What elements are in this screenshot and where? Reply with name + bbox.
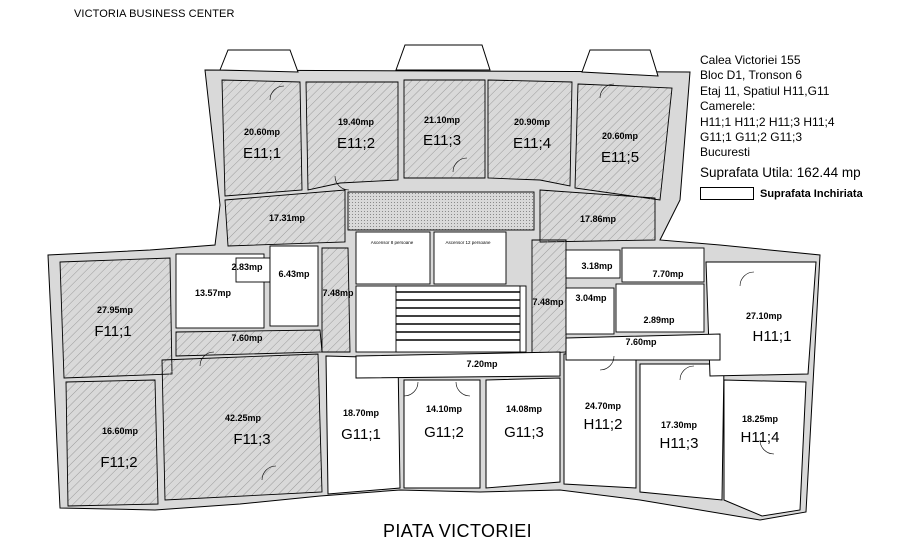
room-labels: 20.60mp E11;1 19.40mp E11;2 21.10mp E11;… — [94, 115, 791, 471]
office-area: 24.70mp — [585, 401, 622, 411]
office-id: H11;4 — [741, 429, 780, 446]
area-label: 7.60mp — [625, 337, 657, 347]
office-area: 14.08mp — [506, 404, 543, 414]
stair-treads — [396, 291, 520, 341]
office-area: 14.10mp — [426, 404, 463, 414]
area-label: 17.31mp — [269, 213, 306, 223]
office-id: E11;3 — [423, 132, 461, 149]
office-area: 27.95mp — [97, 305, 134, 315]
office-id: F11;2 — [100, 454, 137, 471]
office-area: 20.60mp — [602, 131, 639, 141]
office-area: 27.10mp — [746, 311, 783, 321]
address-line: Bucuresti — [700, 145, 751, 160]
office-id: E11;2 — [337, 135, 375, 152]
area-label: 13.57mp — [195, 288, 232, 298]
office-area: 20.60mp — [244, 127, 281, 137]
office-id: E11;4 — [513, 135, 551, 152]
service-rooms — [175, 245, 705, 335]
area-label: 7.48mp — [532, 297, 564, 307]
address-line: Calea Victoriei 155 — [700, 53, 801, 67]
building-core — [347, 191, 535, 353]
office-id: E11;1 — [243, 145, 281, 162]
address-line: H11;1 H11;2 H11;3 H11;4 — [700, 114, 835, 129]
area-label: 7.48mp — [322, 288, 354, 298]
area-label: 7.20mp — [466, 359, 498, 369]
elevator-label: Ascensor 8 persoane — [371, 240, 414, 245]
area-label: 17.86mp — [580, 214, 617, 224]
address-line: G11;1 G11;2 G11;3 — [700, 130, 803, 145]
area-label: 2.83mp — [231, 262, 263, 272]
office-id: F11;3 — [233, 431, 270, 448]
office-area: 19.40mp — [338, 117, 375, 127]
address-line: Bloc D1, Tronson 6 — [700, 68, 803, 83]
area-label: 3.04mp — [575, 293, 607, 303]
leased-offices — [325, 261, 817, 517]
header-title: VICTORIA BUSINESS CENTER — [74, 8, 235, 20]
address-block: Calea Victoriei 155 Bloc D1, Tronson 6 E… — [700, 53, 861, 180]
office-area: 20.90mp — [514, 117, 551, 127]
office-area: 42.25mp — [225, 413, 262, 423]
office-id: G11;2 — [424, 424, 464, 441]
office-id: H11;1 — [753, 328, 792, 345]
office-area: 18.25mp — [742, 414, 779, 424]
street-label: PIATA VICTORIEI — [383, 521, 533, 541]
office-area: 18.70mp — [343, 408, 380, 418]
office-id: H11;3 — [660, 435, 699, 452]
office-area: 21.10mp — [424, 115, 461, 125]
address-line: Etaj 11, Spatiul H11,G11 — [700, 83, 830, 98]
area-label: 7.70mp — [652, 269, 684, 279]
address-line: Camerele: — [700, 99, 756, 114]
rented-areas — [59, 79, 673, 507]
door-swings — [199, 83, 775, 481]
office-id: F11;1 — [94, 323, 131, 340]
elevator-label: Ascensor 12 persoane — [445, 240, 491, 245]
usable-area: Suprafata Utila: 162.44 mp — [700, 164, 861, 180]
area-label: 2.89mp — [643, 315, 675, 325]
legend: Suprafata Inchiriata — [700, 187, 863, 200]
office-id: H11;2 — [584, 416, 623, 433]
area-label: 3.18mp — [581, 261, 613, 271]
office-id: G11;1 — [341, 426, 381, 443]
office-id: E11;5 — [601, 149, 639, 166]
office-area: 16.60mp — [102, 426, 139, 436]
legend-label: Suprafata Inchiriata — [760, 187, 863, 200]
legend-swatch — [700, 187, 754, 200]
office-id: G11;3 — [504, 424, 544, 441]
office-area: 17.30mp — [661, 420, 698, 430]
area-label: 7.60mp — [231, 333, 263, 343]
bay-windows — [219, 44, 659, 77]
area-label: 6.43mp — [278, 269, 310, 279]
